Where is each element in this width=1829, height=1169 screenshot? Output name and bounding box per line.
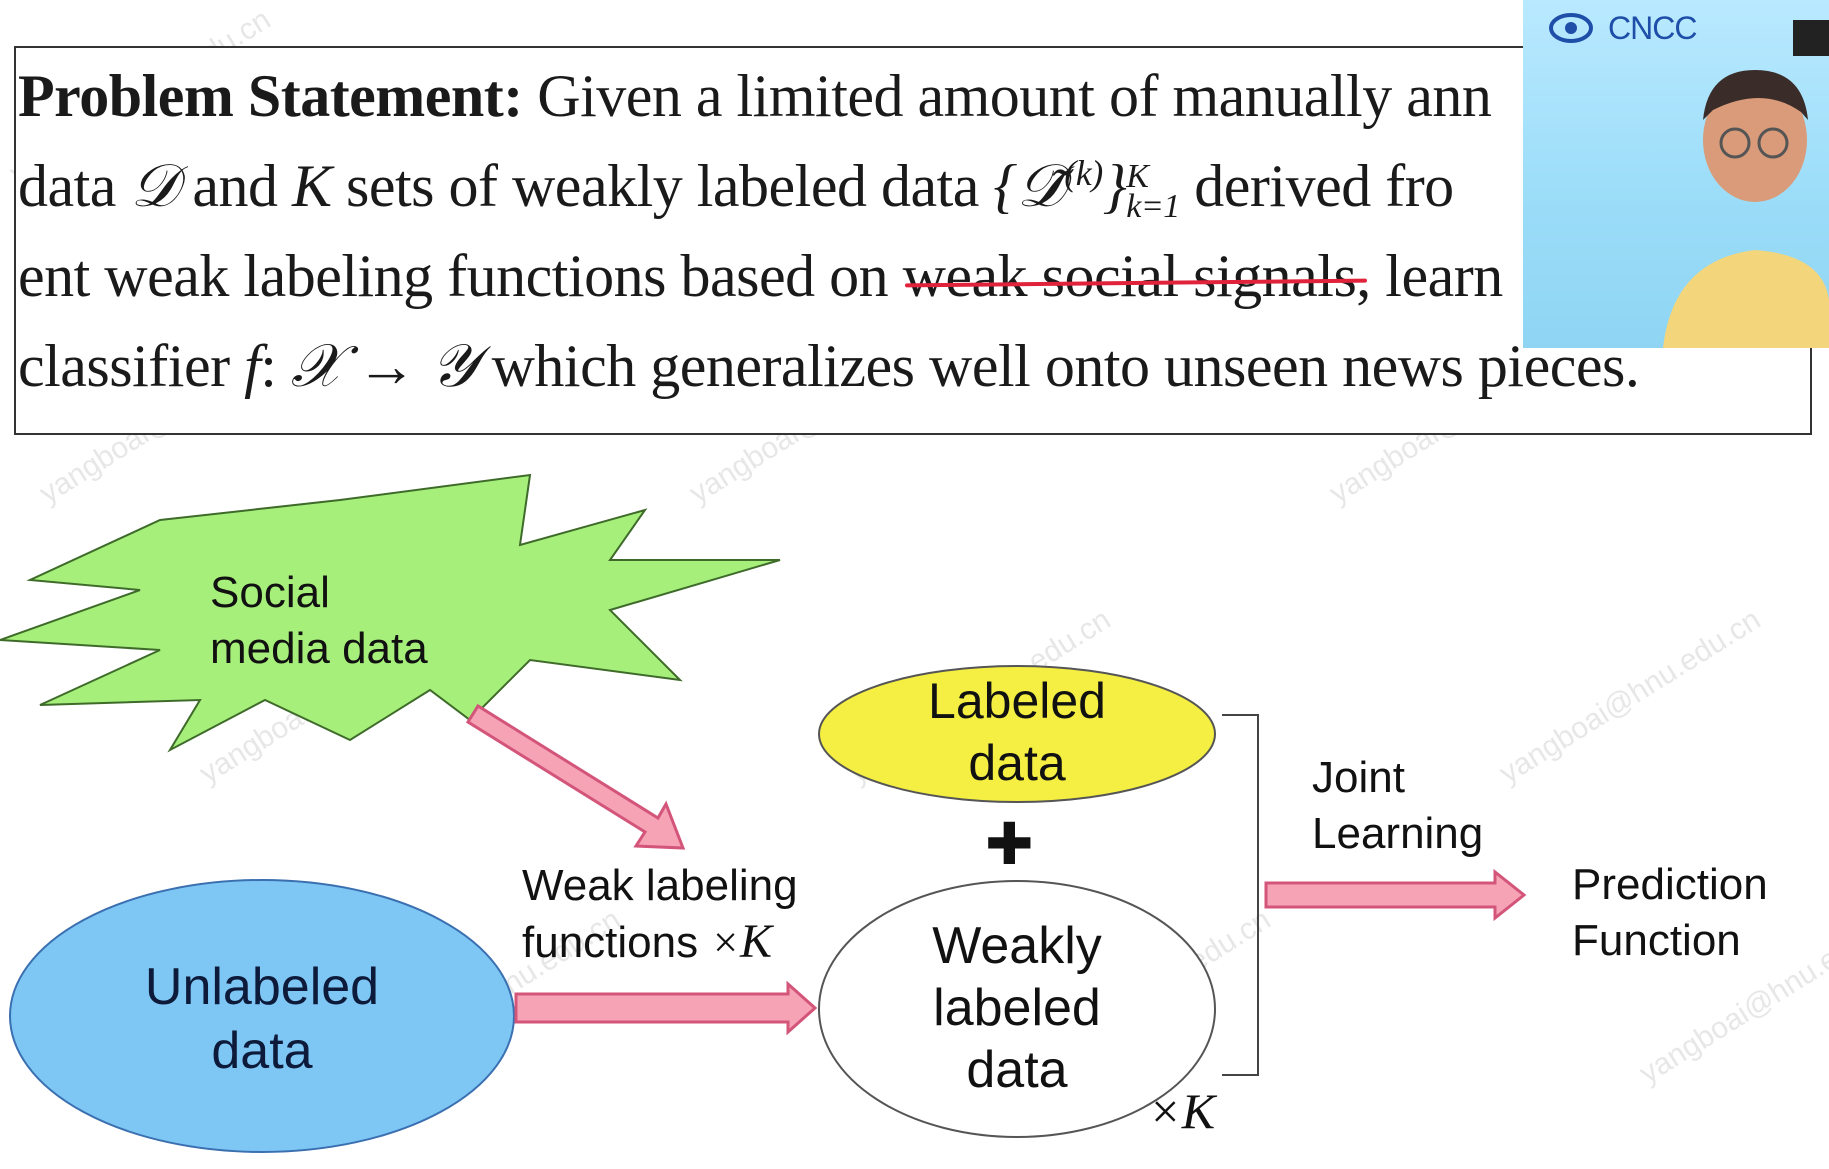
social-media-label: Social media data [210,568,428,673]
problem-statement-box [14,46,1812,435]
math-symbol-K: K [291,153,332,219]
weakly-labeled-data-ellipse [818,880,1216,1138]
unlabeled-data-label: Unlabeled data [144,958,380,1080]
social-media-starburst [0,473,781,753]
arrow-unlabeled-to-weak [514,980,818,1036]
weak-labeling-functions-label: Weak labeling functions ×K [522,861,798,968]
arrow-to-prediction [1264,868,1527,922]
plus-sign: ✚ [985,812,1034,877]
cncc-logo-icon [1549,13,1593,43]
joint-bracket [1222,714,1259,1076]
problem-line-3: ent weak labeling functions based on wea… [18,243,1503,309]
problem-heading: Problem Statement: [18,63,523,129]
labeled-data-label: Labeled data [928,673,1106,791]
speaker-figure [1663,20,1829,348]
weakly-labeled-data-label: Weakly labeled data [932,917,1102,1099]
underlined-phrase: weak social signals, [902,243,1372,309]
problem-line-2: data 𝒟 and K sets of weakly labeled data… [18,153,1454,226]
cncc-brand: CNCC [1608,10,1697,46]
math-symbol-D: 𝒟 [130,153,178,219]
unlabeled-data-ellipse [9,879,515,1153]
arrow-social-to-weak [465,703,686,850]
problem-line-1: Problem Statement: Given a limited amoun… [18,62,1492,131]
problem-line-1-text: Given a limited amount of manually ann [537,63,1492,129]
joint-learning-label: Joint Learning [1312,753,1484,858]
times-K-label: ×K [1148,1083,1216,1139]
prediction-function-label: Prediction Function [1572,860,1768,965]
labeled-data-ellipse [818,665,1216,803]
speaker-video-overlay [1523,0,1829,348]
problem-line-4: classifier f: 𝒳 → 𝒴 which generalizes we… [18,333,1640,399]
